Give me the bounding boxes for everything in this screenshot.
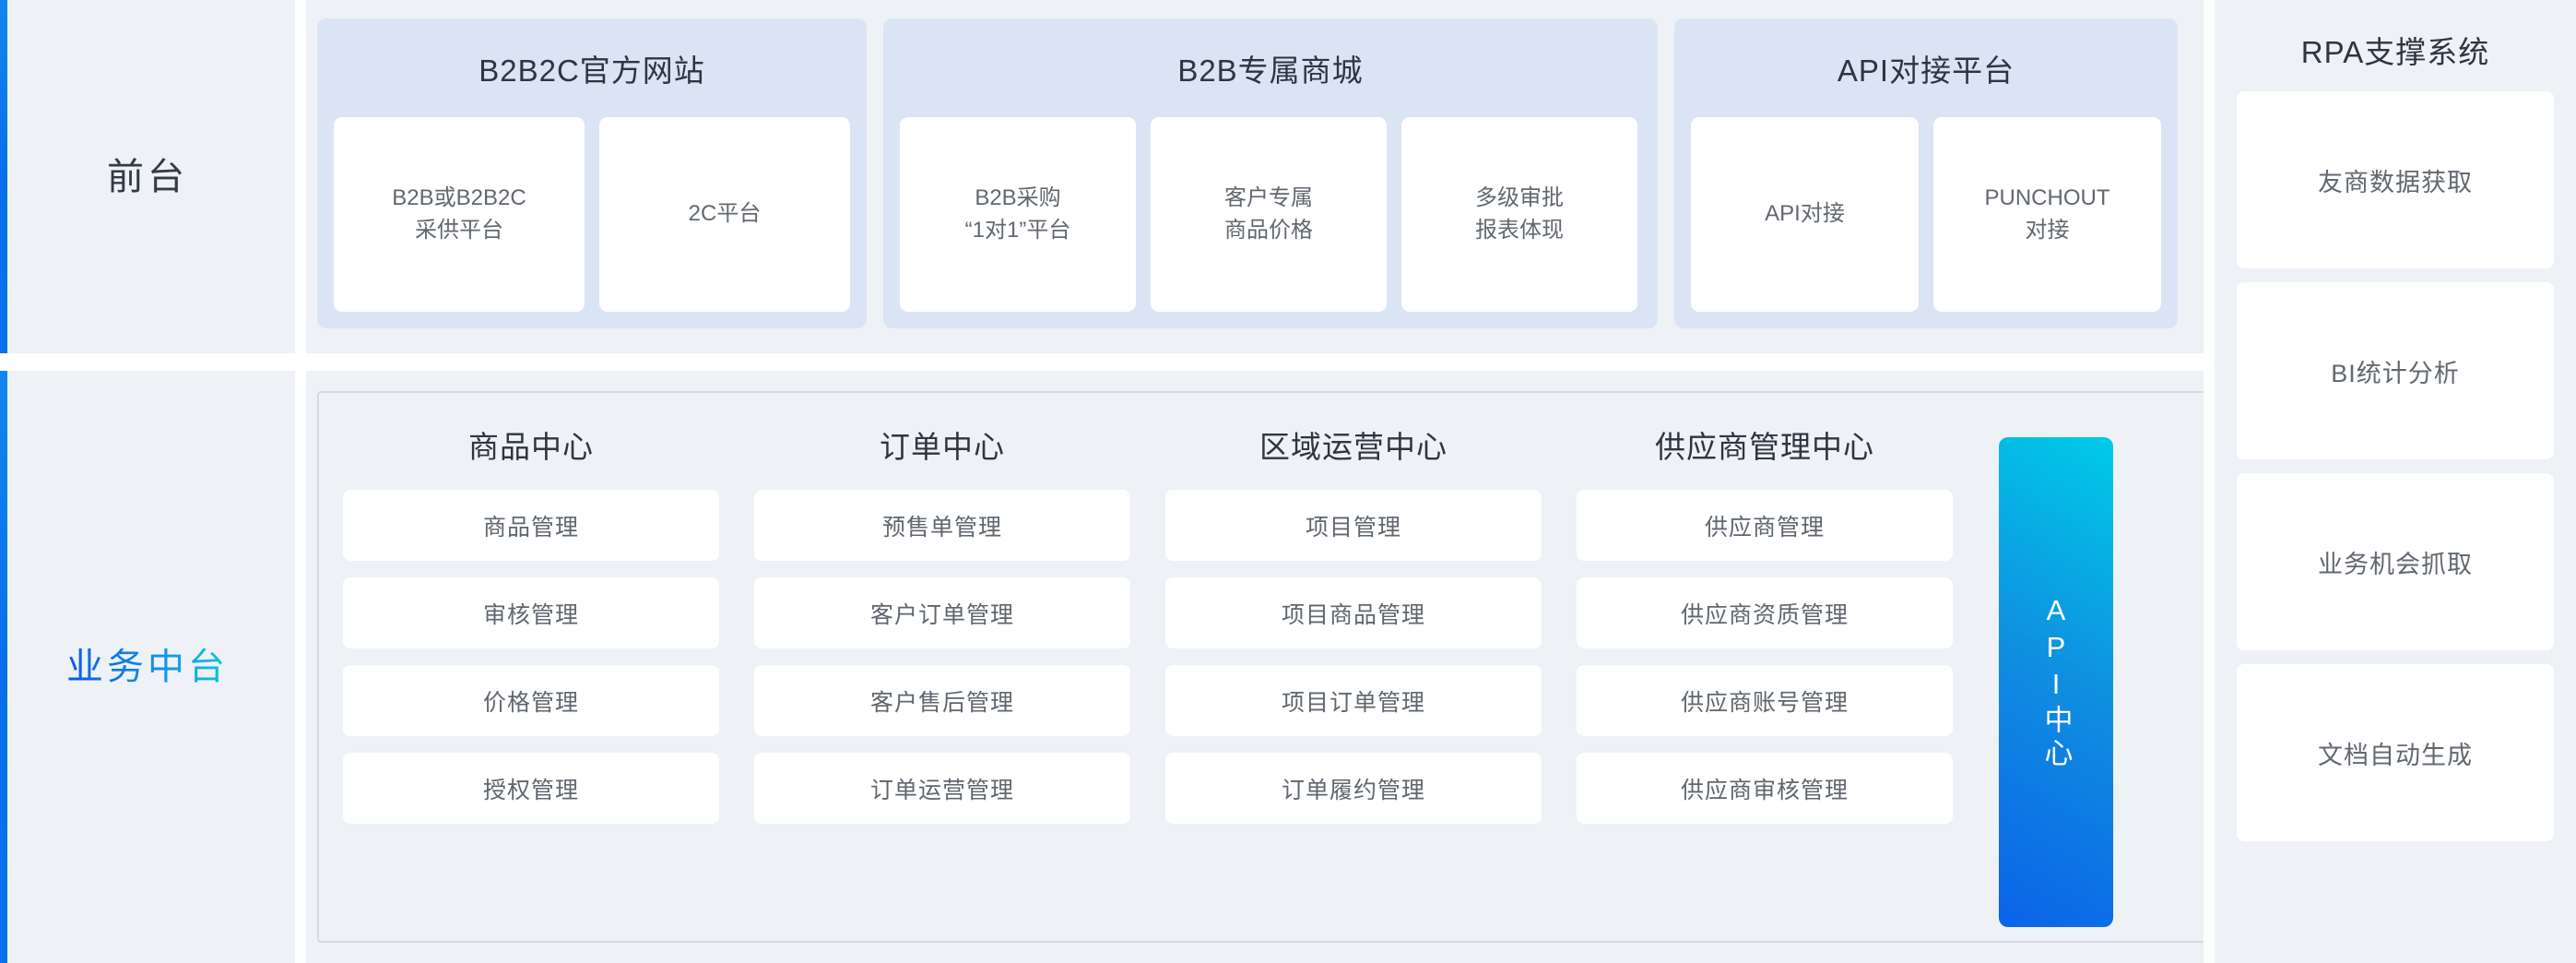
rpa-card[interactable]: BI统计分析: [2237, 282, 2554, 459]
mid-platform-band: 业务中台 商品中心 商品管理 审核管理 价格管理 授权管理 订单中心 预: [0, 371, 2576, 963]
mid-column-product-center: 商品中心 商品管理 审核管理 价格管理 授权管理: [343, 393, 719, 824]
rpa-card[interactable]: 业务机会抓取: [2237, 473, 2554, 650]
mid-item[interactable]: 订单履约管理: [1165, 753, 1542, 824]
mid-item[interactable]: 供应商审核管理: [1577, 753, 1953, 824]
front-card-line1: 2C平台: [688, 201, 762, 227]
mid-column-region-ops-center: 区域运营中心 项目管理 项目商品管理 项目订单管理 订单履约管理: [1165, 393, 1542, 824]
mid-column-title: 订单中心: [880, 430, 1005, 464]
front-stage-label: 前台: [107, 156, 188, 197]
group-card-list: B2B采购 “1对1”平台 客户专属 商品价格 多级审批 报表体现: [900, 117, 1641, 312]
group-b2b-mall: B2B专属商城 B2B采购 “1对1”平台 客户专属 商品价格 多级审批 报表体…: [883, 18, 1658, 328]
mid-column-items: 项目管理 项目商品管理 项目订单管理 订单履约管理: [1165, 490, 1542, 824]
front-card[interactable]: 多级审批 报表体现: [1401, 117, 1637, 312]
group-card-list: API对接 PUNCHOUT 对接: [1691, 117, 2161, 312]
group-api-platform: API对接平台 API对接 PUNCHOUT 对接: [1674, 18, 2178, 328]
mid-item[interactable]: 授权管理: [343, 753, 719, 824]
mid-item[interactable]: 供应商资质管理: [1577, 577, 1953, 648]
group-card-list: B2B或B2B2C 采供平台 2C平台: [334, 117, 850, 312]
rpa-card[interactable]: 文档自动生成: [2237, 664, 2554, 841]
mid-platform-rail: 业务中台: [0, 371, 295, 963]
rpa-card[interactable]: 友商数据获取: [2237, 91, 2554, 268]
mid-column-title: 区域运营中心: [1259, 430, 1448, 464]
api-center-panel[interactable]: API中心: [1999, 437, 2113, 927]
rpa-divider: [2204, 0, 2215, 963]
front-card[interactable]: API对接: [1691, 117, 1919, 312]
front-card[interactable]: B2B采购 “1对1”平台: [900, 117, 1136, 312]
front-stage-band: 前台 B2B2C官方网站 B2B或B2B2C 采供平台 2C平台 B2B专属商城…: [0, 0, 2576, 353]
front-stage-groups: B2B2C官方网站 B2B或B2B2C 采供平台 2C平台 B2B专属商城 B2…: [295, 0, 2576, 353]
mid-item[interactable]: 订单运营管理: [754, 753, 1130, 824]
rail-divider: [295, 371, 306, 963]
front-card-line1: 客户专属 商品价格: [1224, 184, 1313, 243]
rpa-card-list: 友商数据获取 BI统计分析 业务机会抓取 文档自动生成: [2237, 91, 2554, 863]
front-card-line1: B2B采购 “1对1”平台: [964, 184, 1071, 243]
mid-item[interactable]: 项目管理: [1165, 490, 1542, 561]
mid-item[interactable]: 供应商账号管理: [1577, 665, 1953, 736]
api-center-label: API中心: [2039, 593, 2073, 771]
group-b2b2c-site: B2B2C官方网站 B2B或B2B2C 采供平台 2C平台: [317, 18, 867, 328]
mid-platform-content: 商品中心 商品管理 审核管理 价格管理 授权管理 订单中心 预售单管理 客户订单…: [295, 371, 2576, 963]
front-card[interactable]: PUNCHOUT 对接: [1933, 117, 2161, 312]
group-title: B2B专属商城: [1177, 54, 1364, 88]
front-card[interactable]: 2C平台: [599, 117, 850, 312]
mid-item[interactable]: 审核管理: [343, 577, 719, 648]
front-card[interactable]: B2B或B2B2C 采供平台: [334, 117, 585, 312]
mid-column-title: 供应商管理中心: [1655, 430, 1874, 464]
mid-platform-box: 商品中心 商品管理 审核管理 价格管理 授权管理 订单中心 预售单管理 客户订单…: [317, 391, 2576, 943]
mid-item[interactable]: 客户售后管理: [754, 665, 1130, 736]
front-card-line1: 多级审批 报表体现: [1475, 184, 1564, 243]
mid-item[interactable]: 供应商管理: [1577, 490, 1953, 561]
mid-column-order-center: 订单中心 预售单管理 客户订单管理 客户售后管理 订单运营管理: [754, 393, 1130, 824]
front-stage-rail: 前台: [0, 0, 295, 353]
front-card-line1: PUNCHOUT 对接: [1984, 184, 2110, 243]
group-title: B2B2C官方网站: [479, 54, 705, 88]
mid-column-supplier-center: 供应商管理中心 供应商管理 供应商资质管理 供应商账号管理 供应商审核管理: [1577, 393, 1953, 824]
mid-column-items: 供应商管理 供应商资质管理 供应商账号管理 供应商审核管理: [1577, 490, 1953, 824]
mid-item[interactable]: 项目订单管理: [1165, 665, 1542, 736]
mid-item[interactable]: 商品管理: [343, 490, 719, 561]
front-card-line1: API对接: [1765, 201, 1845, 227]
rpa-title: RPA支撑系统: [2300, 35, 2490, 69]
mid-platform-label: 业务中台: [66, 647, 229, 687]
front-card[interactable]: 客户专属 商品价格: [1151, 117, 1387, 312]
mid-item[interactable]: 预售单管理: [754, 490, 1130, 561]
mid-column-title: 商品中心: [468, 430, 594, 464]
mid-column-items: 预售单管理 客户订单管理 客户售后管理 订单运营管理: [754, 490, 1130, 824]
rpa-support-system: RPA支撑系统 友商数据获取 BI统计分析 业务机会抓取 文档自动生成: [2215, 0, 2576, 963]
mid-item[interactable]: 项目商品管理: [1165, 577, 1542, 648]
mid-item[interactable]: 价格管理: [343, 665, 719, 736]
rail-divider: [295, 0, 306, 353]
front-card-line1: B2B或B2B2C 采供平台: [392, 184, 526, 243]
group-title: API对接平台: [1837, 54, 2015, 88]
mid-column-items: 商品管理 审核管理 价格管理 授权管理: [343, 490, 719, 824]
mid-item[interactable]: 客户订单管理: [754, 577, 1130, 648]
